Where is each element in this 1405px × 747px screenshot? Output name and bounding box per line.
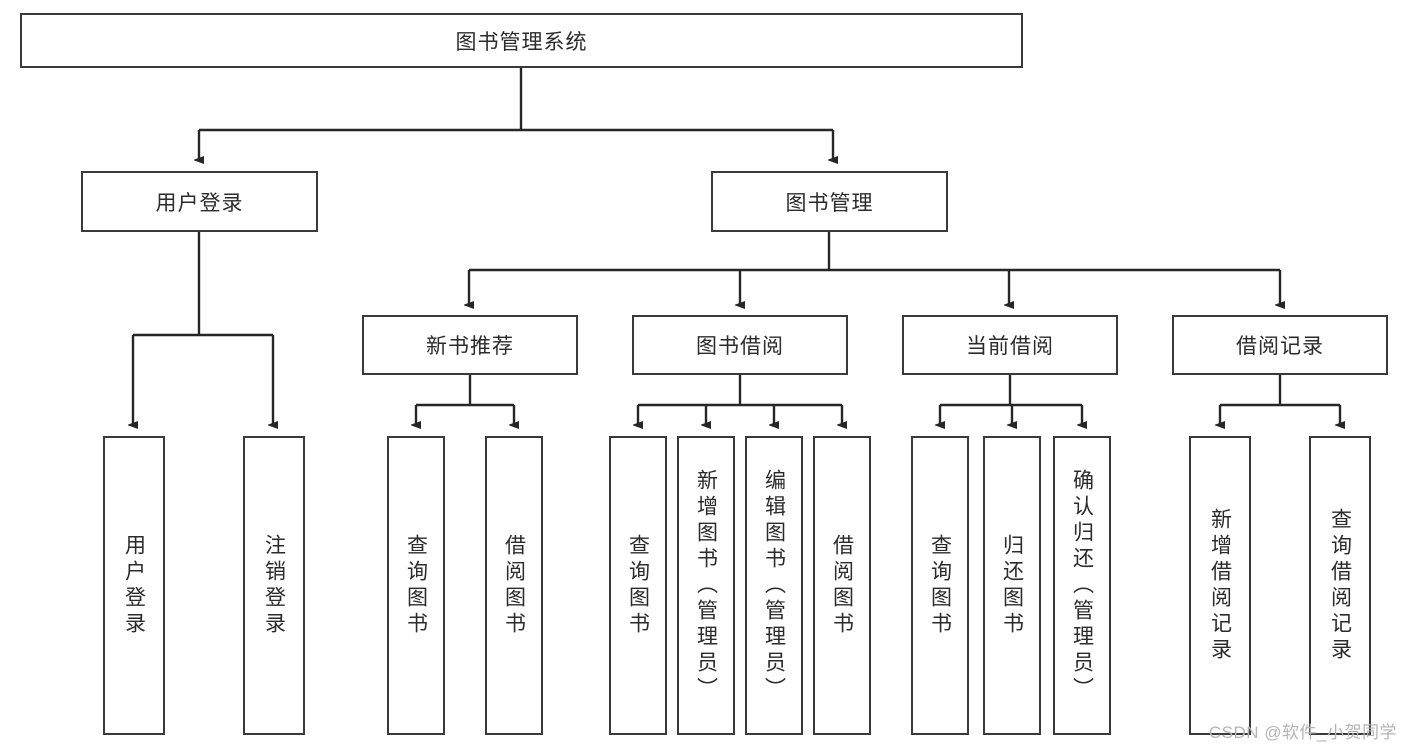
leaf-return-book-label: 归还图书 [1000, 533, 1024, 638]
leaf-confirm-return-admin-label: 确认归还（管理员） [1070, 468, 1094, 703]
leaf-add-borrow-record[interactable]: 新增借阅记录 [1189, 436, 1251, 735]
leaf-confirm-return-admin[interactable]: 确认归还（管理员） [1053, 436, 1111, 735]
watermark: CSDN @软件_小贺同学 [1208, 723, 1397, 742]
leaf-query-borrow-record-label: 查询借阅记录 [1328, 507, 1352, 664]
leaf-query-book-newbook[interactable]: 查询图书 [387, 436, 445, 735]
leaf-add-book-admin-label: 新增图书（管理员） [694, 468, 718, 703]
node-new-book-recommend-label: 新书推荐 [426, 335, 514, 358]
leaf-query-book-borrow[interactable]: 查询图书 [609, 436, 667, 735]
node-user-login-label: 用户登录 [155, 191, 244, 215]
leaf-user-login-label: 用户登录 [122, 533, 146, 638]
leaf-borrow-book[interactable]: 借阅图书 [813, 436, 871, 735]
leaf-borrow-book-label: 借阅图书 [830, 533, 854, 638]
leaf-return-book[interactable]: 归还图书 [983, 436, 1041, 735]
node-book-management[interactable]: 图书管理 [711, 171, 948, 232]
leaf-logout-label: 注销登录 [262, 533, 286, 638]
leaf-add-borrow-record-label: 新增借阅记录 [1208, 507, 1232, 664]
node-user-login[interactable]: 用户登录 [81, 171, 318, 232]
node-book-borrow[interactable]: 图书借阅 [632, 315, 848, 375]
leaf-query-book-current[interactable]: 查询图书 [911, 436, 969, 735]
leaf-query-borrow-record[interactable]: 查询借阅记录 [1309, 436, 1371, 735]
leaf-query-book-newbook-label: 查询图书 [404, 533, 428, 638]
node-borrow-record-label: 借阅记录 [1236, 335, 1324, 358]
node-new-book-recommend[interactable]: 新书推荐 [362, 315, 578, 375]
leaf-edit-book-admin[interactable]: 编辑图书（管理员） [745, 436, 803, 735]
leaf-logout[interactable]: 注销登录 [243, 436, 305, 735]
node-root[interactable]: 图书管理系统 [20, 13, 1023, 68]
node-current-borrow-label: 当前借阅 [966, 335, 1054, 358]
leaf-borrow-book-newbook[interactable]: 借阅图书 [485, 436, 543, 735]
leaf-query-book-borrow-label: 查询图书 [626, 533, 650, 638]
node-book-borrow-label: 图书借阅 [696, 335, 784, 358]
leaf-query-book-current-label: 查询图书 [928, 533, 952, 638]
node-current-borrow[interactable]: 当前借阅 [902, 315, 1118, 375]
node-book-management-label: 图书管理 [785, 191, 874, 215]
node-root-label: 图书管理系统 [455, 30, 588, 54]
leaf-borrow-book-newbook-label: 借阅图书 [502, 533, 526, 638]
leaf-add-book-admin[interactable]: 新增图书（管理员） [677, 436, 735, 735]
node-borrow-record[interactable]: 借阅记录 [1172, 315, 1388, 375]
leaf-user-login[interactable]: 用户登录 [103, 436, 165, 735]
leaf-edit-book-admin-label: 编辑图书（管理员） [762, 468, 786, 703]
